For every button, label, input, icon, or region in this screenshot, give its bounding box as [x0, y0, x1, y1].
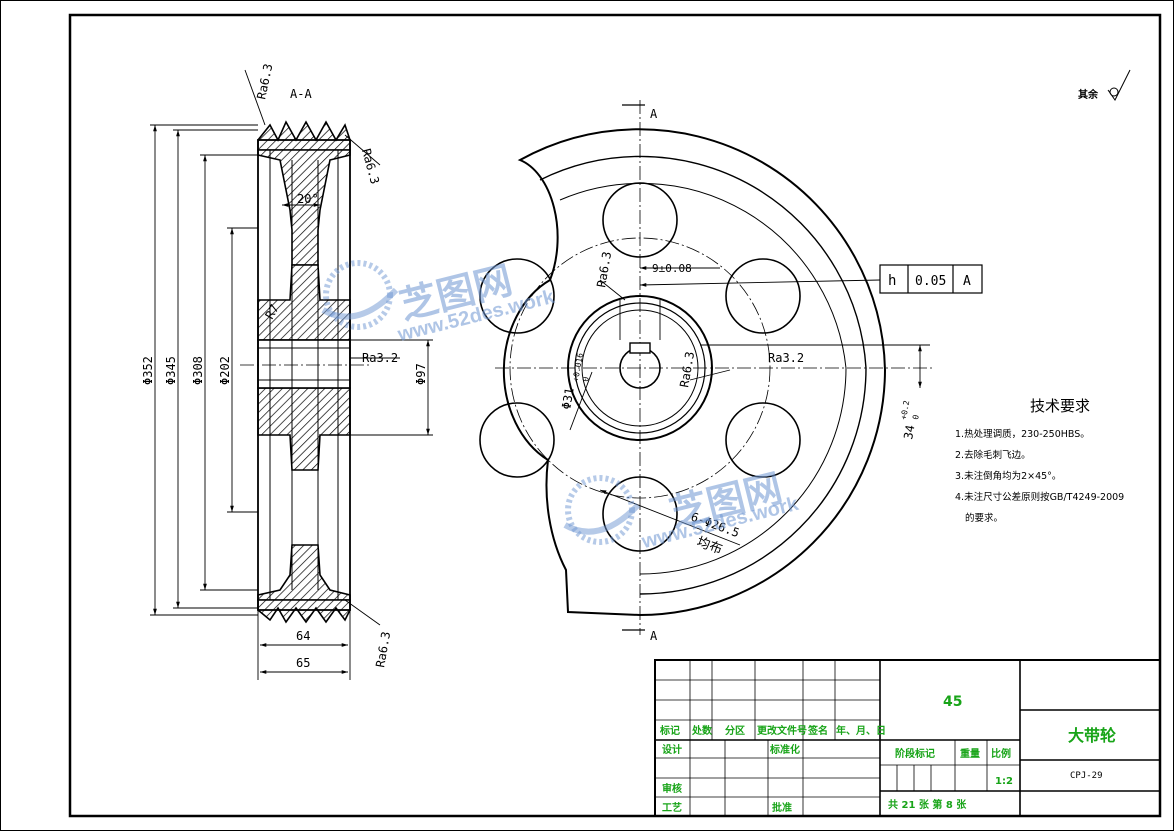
label-process: 工艺 — [662, 801, 682, 814]
hdr-sign: 签名 — [807, 724, 828, 737]
hdr-date: 年、月、日 — [836, 724, 886, 737]
bore-tol-lower: 0 — [581, 376, 591, 382]
tolerance-value: 0.05 — [915, 274, 946, 289]
tech-req-title: 技术要求 — [1029, 397, 1090, 415]
label-review: 审核 — [662, 782, 682, 795]
roughness-top: Ra6.3 — [254, 62, 275, 100]
tolerance-symbol: h — [888, 273, 896, 289]
cut-mark-top: A — [650, 107, 658, 121]
hole-note: 均布 — [695, 535, 725, 558]
material-value: 45 — [943, 694, 962, 710]
tech-req-item: 2.去除毛刺飞边。 — [955, 450, 1031, 461]
keyway-width: 9±0.08 — [652, 262, 692, 275]
depth-tol-lower: 0 — [911, 414, 921, 420]
watermark-globe-icon — [563, 475, 640, 545]
dia-352: Φ352 — [141, 356, 155, 385]
hdr-zone: 分区 — [725, 724, 745, 737]
other-surface-note: 其余 — [1078, 88, 1099, 101]
label-approval: 批准 — [772, 801, 792, 814]
front-view — [479, 100, 935, 635]
part-name: 大带轮 — [1068, 726, 1116, 745]
sheet-info: 共 21 张 第 8 张 — [888, 798, 967, 811]
hdr-count: 处数 — [691, 724, 713, 737]
dia-308: Φ308 — [191, 356, 205, 385]
section-title: A-A — [290, 87, 312, 101]
tech-req-item: 1.热处理调质，230-250HBS。 — [955, 429, 1090, 440]
roughness-bore: Ra3.2 — [362, 351, 398, 365]
tech-req-item: 4.未注尺寸公差原则按GB/T4249-2009 — [955, 492, 1125, 503]
front-roughness-3: Ra3.2 — [768, 351, 804, 365]
roughness-groove: Ra6.3 — [359, 147, 382, 186]
hdr-mark: 标记 — [659, 724, 680, 737]
section-view — [240, 120, 372, 624]
cut-mark-bottom: A — [650, 629, 658, 643]
tolerance-frame: h 0.05 A — [879, 264, 983, 294]
dia-202: Φ202 — [218, 356, 232, 385]
front-roughness-1: Ra6.3 — [594, 251, 614, 289]
label-scale: 比例 — [991, 747, 1011, 760]
dia-97: Φ97 — [414, 363, 428, 385]
roughness-bottom: Ra6.3 — [373, 631, 393, 669]
section-dimensions — [150, 69, 433, 680]
dia-345: Φ345 — [164, 356, 178, 385]
drawing-number: CPJ-29 — [1070, 771, 1103, 781]
tech-req-item: 的要求。 — [965, 513, 1004, 524]
label-stage-mark: 阶段标记 — [895, 747, 935, 760]
watermark-globe-icon — [321, 260, 398, 330]
bore-diameter: Φ31 — [559, 387, 577, 411]
scale-value: 1:2 — [995, 776, 1013, 787]
web-radius: R7 — [262, 302, 281, 322]
hdr-change-doc: 更改文件号 — [757, 724, 807, 737]
label-design: 设计 — [662, 743, 682, 756]
technical-requirements: 技术要求 1.热处理调质，230-250HBS。 2.去除毛刺飞边。 3.未注倒… — [955, 395, 1165, 529]
depth-34: 34 — [901, 424, 917, 441]
roughness-symbol-icon — [1107, 69, 1131, 101]
depth-tol-upper: +0.2 — [899, 400, 911, 421]
label-weight: 重量 — [960, 747, 980, 760]
tolerance-datum: A — [963, 274, 971, 289]
tech-req-item: 3.未注倒角均为2×45°。 — [955, 471, 1062, 482]
title-block — [654, 659, 1161, 817]
label-standardization: 标准化 — [769, 743, 800, 756]
front-roughness-2: Ra6.3 — [677, 351, 697, 389]
groove-angle: 20° — [297, 192, 319, 206]
frame-border — [68, 13, 1162, 818]
width-64: 64 — [296, 629, 310, 643]
title-block-text: 标记 处数 分区 更改文件号 签名 年、月、日 设计 标准化 审核 工艺 批准 … — [659, 694, 1116, 814]
width-65: 65 — [296, 656, 310, 670]
